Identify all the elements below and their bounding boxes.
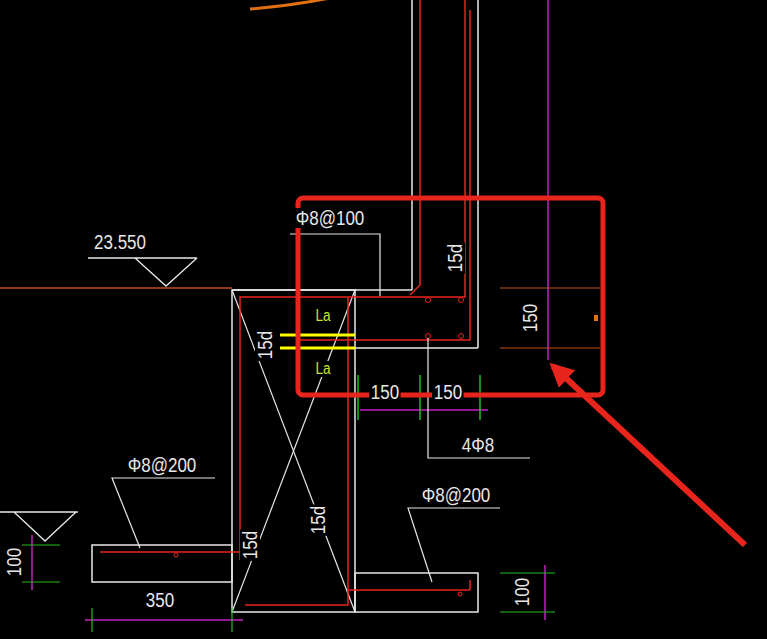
dimension-label: 100	[512, 576, 532, 608]
rebar	[348, 589, 470, 591]
pointer-arrow	[553, 366, 745, 545]
cross-line	[232, 290, 355, 612]
dimension-label: 15d	[240, 529, 260, 561]
level-symbol	[88, 258, 197, 286]
wall-line	[411, 0, 413, 290]
extension-line	[500, 287, 600, 288]
dimension-tick	[500, 611, 555, 612]
dimension-label: Φ8@200	[126, 455, 198, 475]
dimension-label: 100	[4, 546, 24, 578]
leader-line	[290, 234, 380, 296]
rebar	[240, 0, 465, 560]
rebar-dot	[459, 334, 464, 339]
wall-line	[477, 0, 479, 348]
rebar	[100, 551, 240, 553]
dimension-line	[547, 0, 549, 360]
rebar-dot	[458, 592, 462, 596]
dimension-label: Φ8@200	[420, 485, 492, 505]
beam-section	[232, 290, 355, 612]
dimension-line	[85, 619, 243, 621]
dimension-label: 150	[520, 302, 540, 334]
beam-line	[355, 347, 478, 349]
rebar-dot	[426, 334, 431, 339]
rebar	[410, 0, 420, 295]
dimension-tick	[500, 572, 555, 573]
dimension-line	[360, 409, 488, 411]
rebar-dot	[459, 298, 464, 303]
curve-line	[250, 0, 330, 9]
slab-section	[92, 545, 232, 582]
dimension-label: 15d	[308, 504, 328, 536]
rebar-dot	[174, 553, 178, 557]
extension-line	[500, 347, 600, 348]
rebar	[300, 339, 355, 341]
rebar	[355, 10, 470, 340]
leader-line	[112, 478, 215, 548]
dimension-label: 4Φ8	[460, 435, 496, 455]
rebar	[469, 580, 471, 590]
slab-section	[355, 573, 478, 612]
rebar-dot	[426, 298, 431, 303]
anchor-mark	[280, 347, 355, 350]
dimension-tick	[22, 581, 60, 582]
level-symbol	[0, 512, 78, 541]
dimension-label: 150	[369, 382, 401, 402]
dimension-label: 15d	[445, 242, 465, 274]
marker	[594, 315, 598, 321]
dimension-tick	[22, 544, 60, 545]
dimension-tick	[231, 608, 232, 632]
dimension-label: 23.550	[92, 232, 147, 252]
dimension-tick	[91, 608, 92, 632]
dimension-label: 150	[432, 382, 464, 402]
anchor-label: La	[314, 361, 333, 377]
dimension-label: 15d	[255, 329, 275, 361]
cross-line	[232, 290, 355, 612]
anchor-label: La	[314, 308, 333, 324]
dimension-label: 350	[144, 590, 176, 610]
level-line	[0, 287, 232, 289]
leader-line	[428, 338, 530, 458]
dimension-label: Φ8@100	[294, 208, 366, 228]
leader-line	[408, 508, 500, 582]
anchor-mark	[280, 334, 355, 337]
